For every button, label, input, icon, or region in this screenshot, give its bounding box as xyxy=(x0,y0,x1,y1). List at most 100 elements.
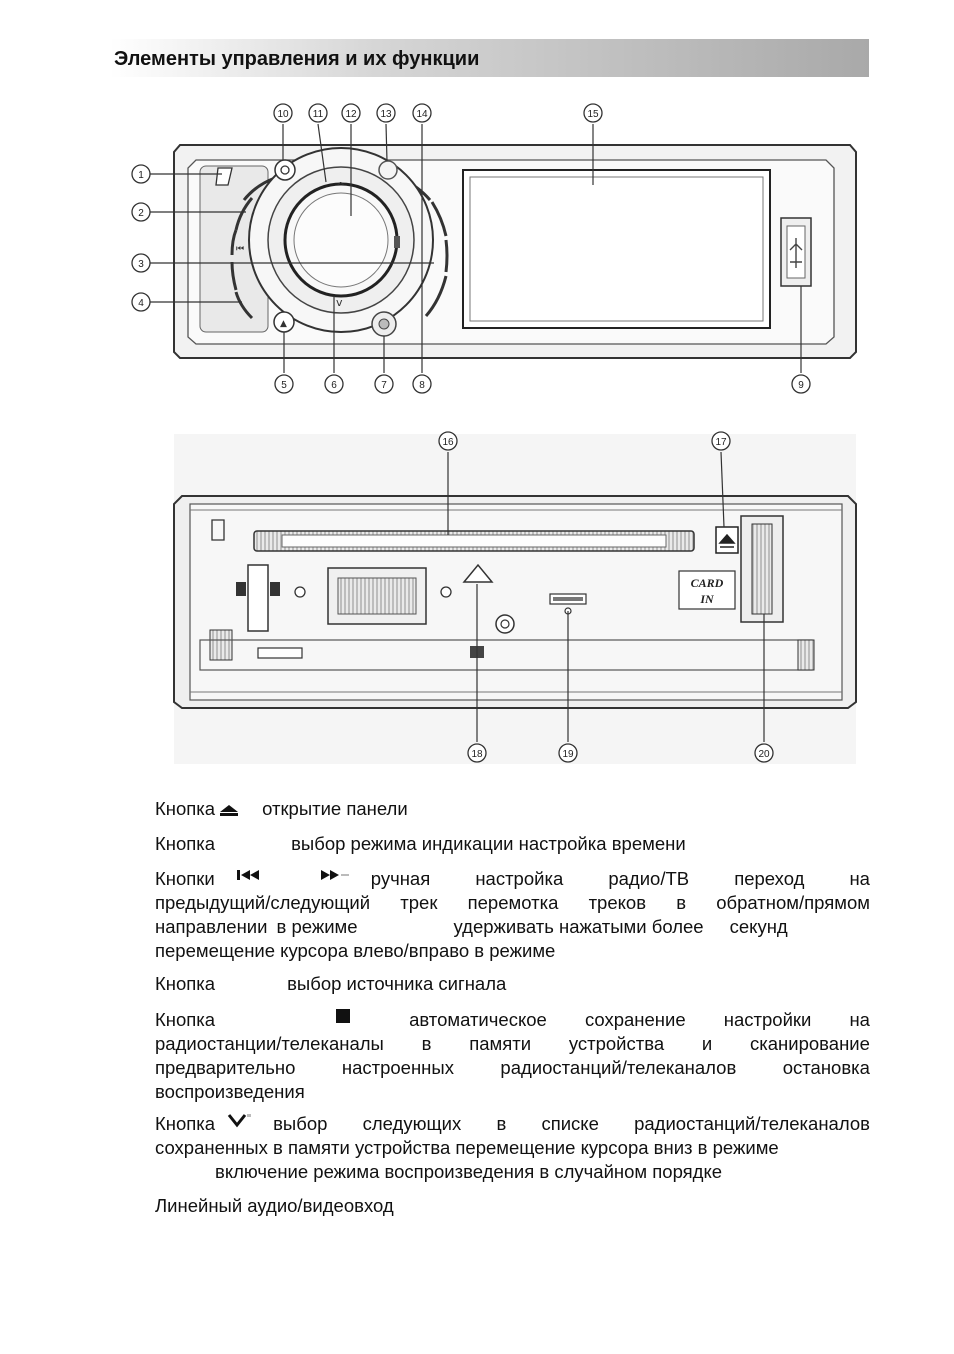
next-track-icon xyxy=(320,870,349,880)
desc-text: выбор источника сигнала xyxy=(287,973,507,994)
desc-text: сохранение xyxy=(584,1009,686,1030)
desc-text: радио/ТВ xyxy=(608,868,690,889)
desc-text: настройка xyxy=(475,868,564,889)
desc-down: Кнопка выбор следующих в списке радиоста… xyxy=(155,1112,870,1184)
desc-text: предварительно xyxy=(155,1057,296,1078)
callout-13: 13 xyxy=(376,103,396,123)
callout-4: 4 xyxy=(131,292,151,312)
svg-text:17: 17 xyxy=(715,437,727,448)
svg-text:1: 1 xyxy=(138,170,144,181)
svg-text:11: 11 xyxy=(313,109,324,120)
desc-text: в xyxy=(496,1113,507,1134)
desc-text: выбор xyxy=(273,1113,328,1134)
desc-auto-store: Кнопка автоматическое сохранение настрой… xyxy=(155,1008,870,1104)
callout-15: 15 xyxy=(583,103,603,123)
svg-text:v: v xyxy=(336,296,343,309)
svg-text:7: 7 xyxy=(381,380,387,391)
svg-text:^: ^ xyxy=(336,180,345,193)
desc-text: следующих xyxy=(362,1113,462,1134)
device-diagram-svg: ⏮ ⏭ ^ v ▲ xyxy=(131,103,857,764)
desc-text: обратном/прямом xyxy=(716,892,870,913)
svg-text:5: 5 xyxy=(281,380,287,391)
callout-2: 2 xyxy=(131,202,151,222)
desc-text: на xyxy=(849,868,870,889)
desc-prev-next: Кнопки ручная настройка радио/ТВ переход… xyxy=(155,867,870,963)
desc-text: устройства xyxy=(568,1033,665,1054)
desc-text: перемещение курсора влево/вправо в режим… xyxy=(155,940,556,961)
desc-text: радиостанции/телеканалы xyxy=(155,1033,384,1054)
desc-text: переход xyxy=(734,868,805,889)
desc-text: в режиме xyxy=(276,916,358,937)
desc-text: автоматическое xyxy=(409,1009,547,1030)
chevron-down-icon xyxy=(227,1114,252,1128)
desc-text: ручная xyxy=(370,868,431,889)
mode-button-shape xyxy=(274,159,296,181)
callout-9: 9 xyxy=(791,374,811,394)
section-title-bar: Элементы управления и их функции xyxy=(110,39,869,77)
callout-11: 11 xyxy=(308,103,328,123)
desc-text: секунд xyxy=(729,916,788,937)
callout-18: 18 xyxy=(467,743,487,763)
desc-text: трек xyxy=(400,892,438,913)
desc-text: удерживать нажатыми более xyxy=(453,916,704,937)
desc-text: направлении xyxy=(155,916,268,937)
callout-20: 20 xyxy=(754,743,774,763)
desc-text: радиостанций/телеканалов xyxy=(500,1057,737,1078)
section-title: Элементы управления и их функции xyxy=(114,48,480,70)
callout-8: 8 xyxy=(412,374,432,394)
desc-text: сканирование xyxy=(750,1033,870,1054)
svg-text:8: 8 xyxy=(419,380,425,391)
ir-sensor xyxy=(378,160,398,180)
desc-word: Кнопка xyxy=(155,973,216,994)
callout-10: 10 xyxy=(273,103,293,123)
desc-text: предыдущий/следующий xyxy=(155,892,371,913)
desc-text: в xyxy=(676,892,687,913)
desc-text: сохраненных в памяти устройства перемеще… xyxy=(155,1137,779,1158)
callout-3: 3 xyxy=(131,253,151,273)
desc-text: списке xyxy=(541,1113,599,1134)
desc-word: Кнопка xyxy=(155,798,216,819)
desc-text: перемотка xyxy=(467,892,559,913)
desc-text: настроенных xyxy=(341,1057,454,1078)
svg-text:⏮: ⏮ xyxy=(236,243,244,253)
desc-text: воспроизведения xyxy=(155,1081,305,1102)
device-diagram: ⏮ ⏭ ^ v ▲ xyxy=(131,103,857,764)
desc-text: остановка xyxy=(782,1057,870,1078)
eject-icon xyxy=(220,805,239,817)
card-label-line2: IN xyxy=(699,592,715,606)
svg-text:2: 2 xyxy=(138,208,144,219)
svg-text:9: 9 xyxy=(798,380,804,391)
callout-17: 17 xyxy=(711,431,731,451)
desc-word: Кнопка xyxy=(155,1009,216,1030)
desc-text: открытие панели xyxy=(262,798,408,819)
open-panel-button-shape xyxy=(215,167,233,186)
card-label-line1: CARD xyxy=(691,576,724,590)
svg-text:13: 13 xyxy=(380,109,392,120)
svg-text:10: 10 xyxy=(277,109,289,120)
usb-port xyxy=(780,217,812,287)
callout-5: 5 xyxy=(274,374,294,394)
desc-open-panel: Кнопка открытие панели xyxy=(155,797,870,821)
callout-12: 12 xyxy=(341,103,361,123)
desc-text: настройки xyxy=(723,1009,812,1030)
desc-text: и xyxy=(701,1033,713,1054)
svg-text:6: 6 xyxy=(331,380,337,391)
front-panel: ⏮ ⏭ ^ v ▲ xyxy=(173,144,857,359)
rear-chassis: CARD IN xyxy=(173,434,857,764)
desc-text: радиостанций/телеканалов xyxy=(634,1113,870,1134)
desc-text: на xyxy=(849,1009,870,1030)
svg-text:3: 3 xyxy=(138,259,144,270)
callout-7: 7 xyxy=(374,374,394,394)
svg-text:18: 18 xyxy=(471,749,483,760)
svg-text:4: 4 xyxy=(138,298,144,309)
prev-track-icon xyxy=(236,870,259,880)
desc-word: Кнопки xyxy=(155,868,215,889)
callout-6: 6 xyxy=(324,374,344,394)
svg-text:12: 12 xyxy=(345,109,357,120)
svg-text:▲: ▲ xyxy=(280,319,287,329)
svg-text:14: 14 xyxy=(416,109,428,120)
callout-1: 1 xyxy=(131,164,151,184)
desc-text: треков xyxy=(588,892,647,913)
desc-text: Линейный аудио/видеовход xyxy=(155,1195,394,1216)
